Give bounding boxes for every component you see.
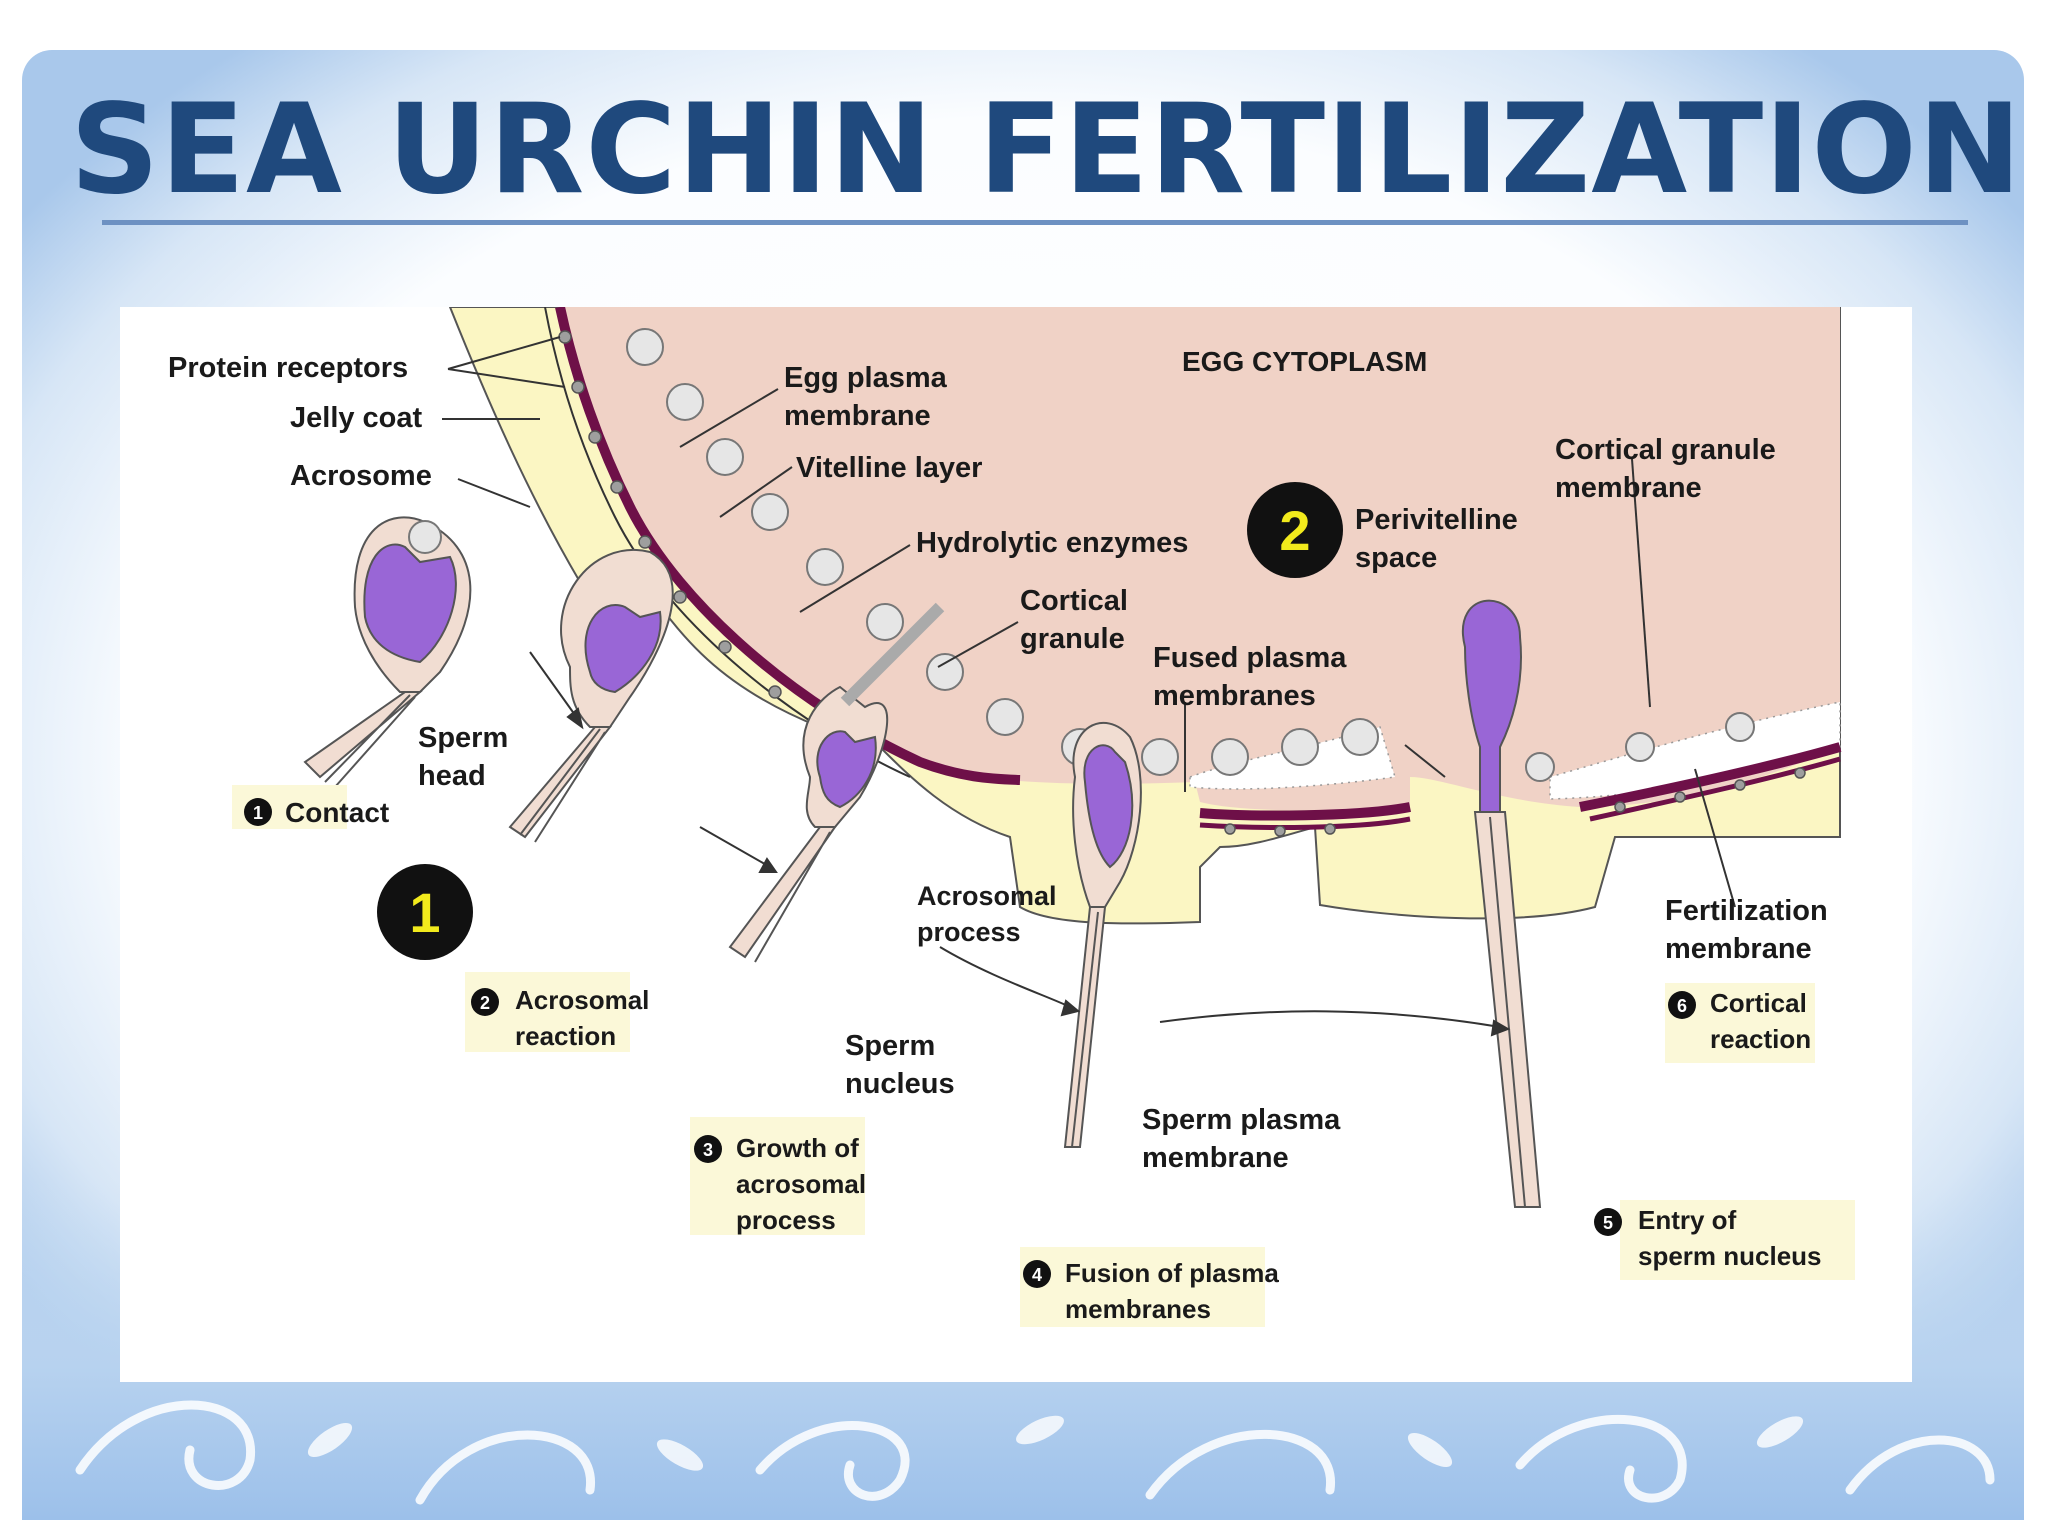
step-caption-5: 5 Entry of sperm nucleus [1594, 1200, 1855, 1280]
svg-text:membranes: membranes [1065, 1294, 1211, 1324]
leader-lines [442, 336, 1736, 908]
vitelline-layer-label: Vitelline layer [796, 452, 982, 484]
svg-text:Growth of: Growth of [736, 1133, 859, 1163]
fused-plasma-membranes-label-2: membranes [1153, 680, 1316, 712]
perivitelline-space-label-1: Perivitelline [1355, 504, 1518, 536]
swirl-ornament [75, 1400, 1995, 1505]
acrosomal-process-label-2: process [917, 917, 1021, 947]
jelly-coat-label: Jelly coat [290, 402, 423, 434]
protein-receptors-label: Protein receptors [168, 352, 408, 384]
svg-text:acrosomal: acrosomal [736, 1169, 866, 1199]
svg-text:Entry of: Entry of [1638, 1205, 1737, 1235]
hydrolytic-enzymes-label: Hydrolytic enzymes [916, 527, 1188, 559]
svg-text:3: 3 [703, 1140, 713, 1160]
step-caption-3: 3 Growth of acrosomal process [690, 1117, 866, 1235]
sperm-acrosomal-reaction [508, 549, 674, 843]
svg-text:reaction: reaction [515, 1021, 616, 1051]
svg-text:1: 1 [409, 881, 440, 944]
egg-cytoplasm-label: EGG CYTOPLASM [1182, 346, 1427, 377]
svg-text:6: 6 [1677, 996, 1687, 1016]
marker-1: 1 [377, 864, 473, 960]
svg-text:Fusion of plasma: Fusion of plasma [1065, 1258, 1279, 1288]
title-underline [102, 220, 1968, 225]
sperm-head-label-2: head [418, 760, 486, 792]
cortical-granule-label-1: Cortical [1020, 585, 1128, 617]
step-caption-4: 4 Fusion of plasma membranes [1020, 1247, 1279, 1327]
slide-title: SEA URCHIN FERTILIZATION [70, 78, 2023, 222]
egg-plasma-membrane-label-2: membrane [784, 400, 931, 432]
step-caption-2: 2 Acrosomal reaction [465, 972, 649, 1052]
svg-text:sperm nucleus: sperm nucleus [1638, 1241, 1822, 1271]
sperm-acrosomal-process [728, 602, 945, 963]
egg-plasma-membrane-label-1: Egg plasma [784, 362, 948, 394]
svg-text:Contact: Contact [285, 797, 389, 828]
svg-text:Cortical: Cortical [1710, 988, 1807, 1018]
egg-plasma-membrane [555, 307, 1842, 821]
step-caption-1: 1 Contact [232, 785, 389, 829]
sperm-plasma-membrane-label-2: membrane [1142, 1142, 1289, 1174]
diagram-panel: 1 2 EGG CYTOPLASM Protein receptors Jell… [120, 307, 1912, 1382]
fertilization-membrane-label-1: Fertilization [1665, 895, 1828, 927]
cortical-granule-label-2: granule [1020, 623, 1125, 655]
fused-plasma-membranes-label-1: Fused plasma [1153, 642, 1347, 674]
perivitelline-space-label-2: space [1355, 542, 1437, 574]
marker-2: 2 [1247, 482, 1343, 578]
fertilization-membrane [1199, 756, 1841, 830]
svg-text:4: 4 [1032, 1265, 1042, 1285]
sperm-head-label-1: Sperm [418, 722, 508, 754]
process-arrows [529, 651, 1511, 1037]
svg-text:process: process [736, 1205, 836, 1235]
sperm-nucleus-label-2: nucleus [845, 1068, 955, 1100]
svg-text:Acrosomal: Acrosomal [515, 985, 649, 1015]
sperm-nucleus-label-1: Sperm [845, 1030, 935, 1062]
acrosomal-process-label-1: Acrosomal [917, 881, 1057, 911]
cortical-granule-membrane-label-1: Cortical granule [1555, 434, 1776, 466]
svg-text:reaction: reaction [1710, 1024, 1811, 1054]
sperm-contact [303, 516, 472, 788]
fertilization-diagram: 1 2 EGG CYTOPLASM Protein receptors Jell… [168, 307, 1855, 1327]
sperm-fusion [1063, 721, 1142, 1148]
cortical-granule-membrane-label-2: membrane [1555, 472, 1702, 504]
svg-text:2: 2 [1279, 499, 1310, 562]
acrosome-label: Acrosome [290, 460, 432, 492]
svg-text:1: 1 [253, 803, 263, 823]
svg-text:2: 2 [480, 993, 490, 1013]
step-caption-6: 6 Cortical reaction [1665, 983, 1815, 1063]
cortical-granules [626, 328, 1755, 782]
sperm-entry [1462, 599, 1542, 1208]
sperm-plasma-membrane-label-1: Sperm plasma [1142, 1104, 1341, 1136]
fertilization-membrane-label-2: membrane [1665, 933, 1812, 965]
svg-text:5: 5 [1603, 1213, 1613, 1233]
leaf-ornament [307, 1415, 1804, 1471]
